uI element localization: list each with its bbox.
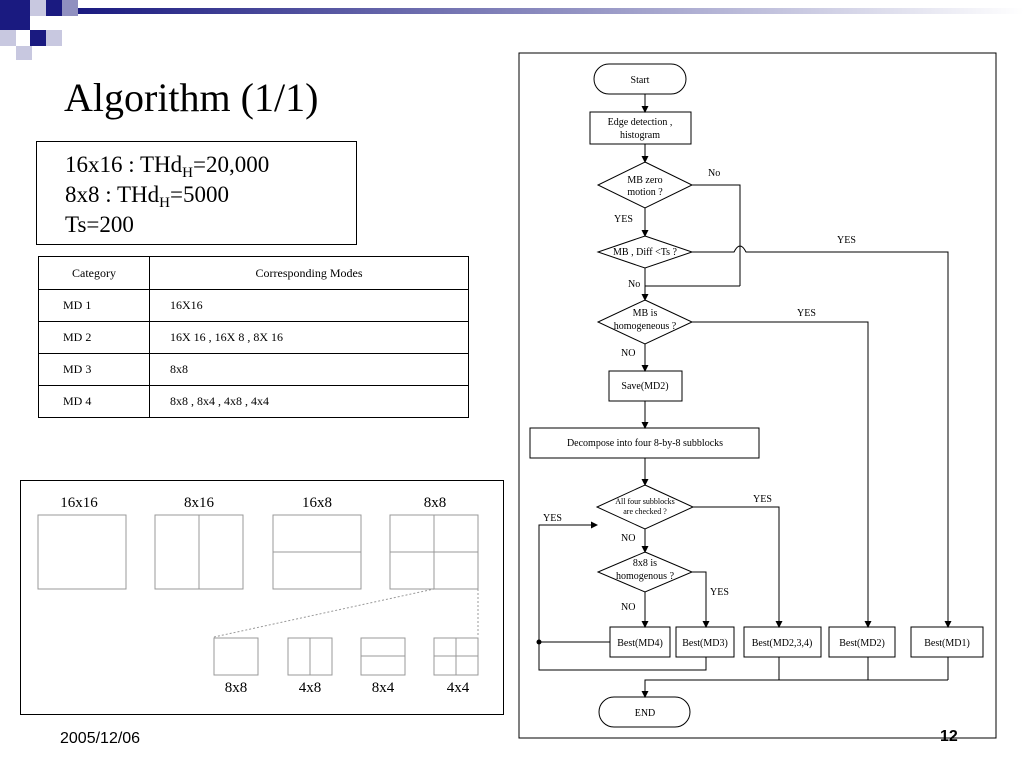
partition-diagram: 16x16 8x16 16x8 8x8 8x8 bbox=[37, 495, 479, 696]
junction-dot bbox=[536, 639, 542, 645]
partition-label: 8x8 bbox=[424, 495, 447, 511]
modes-cell: 16X 16 , 16X 8 , 8X 16 bbox=[149, 321, 469, 354]
decompose-box bbox=[529, 427, 760, 459]
subblock-label: 8x4 bbox=[372, 680, 395, 696]
branch-label: YES bbox=[710, 587, 729, 598]
branch-label: YES bbox=[753, 494, 772, 505]
branch-label: YES bbox=[614, 214, 633, 225]
start-terminal bbox=[593, 63, 687, 95]
decompose-label: Decompose into four 8-by-8 subblocks bbox=[567, 438, 723, 449]
modes-cell: 8x8 , 8x4 , 4x8 , 4x4 bbox=[149, 385, 469, 418]
branch-label: YES bbox=[543, 513, 562, 524]
best-md4-label: Best(MD4) bbox=[617, 638, 663, 649]
all-checked-label: All four subblocks bbox=[615, 497, 675, 506]
partition-label: 8x16 bbox=[184, 495, 215, 511]
subblock-label: 4x8 bbox=[299, 680, 322, 696]
best-md2-box bbox=[828, 626, 896, 658]
page-number: 12 bbox=[940, 728, 958, 745]
branch-label: NO bbox=[621, 533, 635, 544]
table-row: MD 3 8x8 bbox=[38, 353, 469, 386]
table-row: MD 1 16X16 bbox=[38, 289, 469, 322]
homogeneous-label: homogeneous ? bbox=[614, 321, 677, 332]
threshold-8x8: 8x8 : THdH=5000 bbox=[65, 182, 229, 211]
branch-label: YES bbox=[797, 308, 816, 319]
partition-panel: 16x16 8x16 16x8 8x8 8x8 bbox=[20, 480, 504, 715]
branch-label: No bbox=[628, 279, 640, 290]
subblock-label: 4x4 bbox=[447, 680, 470, 696]
table-row: MD 2 16X 16 , 16X 8 , 8X 16 bbox=[38, 321, 469, 354]
best-md1-box bbox=[910, 626, 984, 658]
threshold-16x16: 16x16 : THdH=20,000 bbox=[65, 152, 270, 181]
branch-label: No bbox=[708, 168, 720, 179]
homogenous-8x8-label: 8x8 is bbox=[633, 558, 657, 569]
save-md2-box bbox=[608, 370, 683, 402]
table-row: MD 4 8x8 , 8x4 , 4x8 , 4x4 bbox=[38, 385, 469, 418]
edge-detection-box bbox=[589, 111, 692, 145]
slide-date: 2005/12/06 bbox=[60, 730, 141, 747]
branch-label: NO bbox=[621, 348, 635, 359]
best-md2-label: Best(MD2) bbox=[839, 638, 885, 649]
zero-motion-label: motion ? bbox=[627, 187, 663, 198]
branch-label: NO bbox=[621, 602, 635, 613]
best-md234-label: Best(MD2,3,4) bbox=[752, 638, 813, 649]
subblock-8x8 bbox=[213, 637, 259, 676]
best-md234-box bbox=[743, 626, 822, 658]
block-16x16 bbox=[37, 514, 127, 590]
edge-detection-label: histogram bbox=[620, 130, 660, 141]
best-md3-label: Best(MD3) bbox=[682, 638, 728, 649]
all-checked-label: are checked ? bbox=[623, 507, 667, 516]
mode-table: Category Corresponding Modes MD 1 16X16 … bbox=[38, 256, 469, 418]
table-header-row: Category Corresponding Modes bbox=[38, 256, 469, 290]
save-md2-label: Save(MD2) bbox=[621, 381, 668, 392]
best-md4-box bbox=[609, 626, 671, 658]
best-md1-label: Best(MD1) bbox=[924, 638, 970, 649]
homogeneous-label: MB is bbox=[633, 308, 658, 319]
best-md3-box bbox=[675, 626, 735, 658]
slide-title: Algorithm (1/1) bbox=[64, 75, 319, 120]
diff-label: MB , Diff <Ts ? bbox=[613, 247, 677, 258]
zero-motion-label: MB zero bbox=[627, 175, 662, 186]
threshold-box: 16x16 : THdH=20,000 8x8 : THdH=5000 Ts=2… bbox=[36, 141, 357, 245]
flowchart-frame bbox=[518, 52, 997, 739]
subblock-label: 8x8 bbox=[225, 680, 248, 696]
branch-label: YES bbox=[837, 235, 856, 246]
column-header: Corresponding Modes bbox=[149, 256, 469, 290]
partition-label: 16x16 bbox=[60, 495, 98, 511]
column-header: Category bbox=[38, 256, 150, 290]
start-label: Start bbox=[631, 75, 650, 86]
edge-detection-label: Edge detection , bbox=[608, 117, 673, 128]
end-label: END bbox=[635, 708, 656, 719]
homogenous-8x8-label: homogenous ? bbox=[616, 571, 675, 582]
category-cell: MD 3 bbox=[38, 353, 150, 386]
threshold-ts: Ts=200 bbox=[65, 212, 134, 237]
partition-label: 16x8 bbox=[302, 495, 332, 511]
